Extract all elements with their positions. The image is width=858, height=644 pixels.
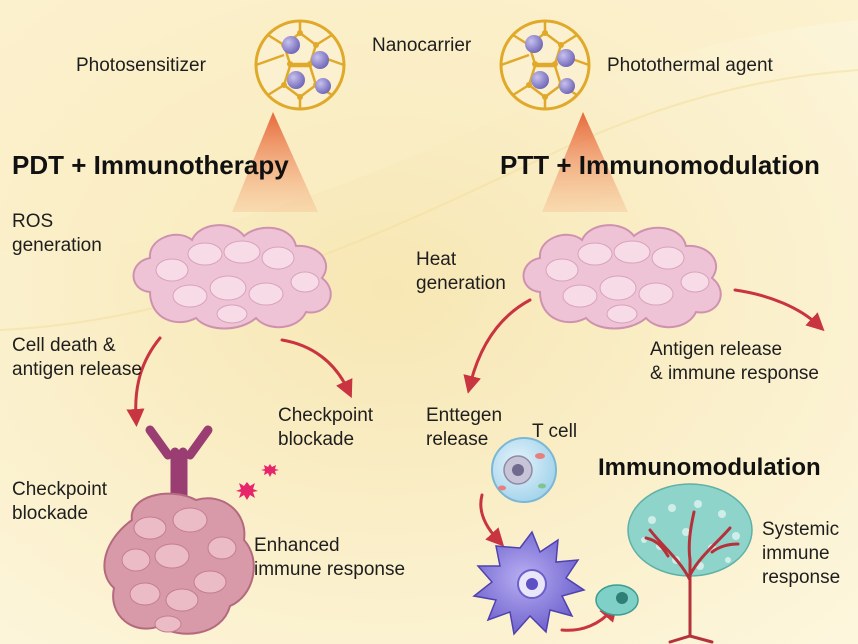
- dendritic-cell-icon: [472, 530, 586, 636]
- label-photosensitizer: Photosensitizer: [76, 55, 206, 76]
- light-beam-left: [232, 112, 318, 212]
- label-systemic-immune-response: Systemic immune response: [762, 519, 841, 588]
- arrow-cell-death: [126, 336, 162, 427]
- fullerene-nanocarrier-left: [254, 19, 346, 111]
- label-checkpoint-blockade-right: Checkpoint blockade: [278, 405, 374, 450]
- label-photothermal-agent: Photothermal agent: [607, 55, 773, 76]
- tumor-tissue-right: [522, 224, 722, 330]
- tumor-mass: [103, 492, 255, 635]
- tumor-tissue-left: [132, 224, 332, 330]
- label-enhanced-immune-response: Enhanced immune response: [254, 535, 406, 580]
- arrow-tcell-to-dc: [479, 493, 505, 547]
- t-cell-icon: [491, 437, 557, 503]
- background-wave: [0, 0, 858, 251]
- label-checkpoint-blockade-left: Checkpoint blockade: [12, 479, 108, 524]
- label-cell-death-antigen-release: Cell death & antigen release: [12, 335, 142, 380]
- arrow-antigen-release: [733, 288, 825, 332]
- tumor-vasculature-tree: [627, 483, 753, 644]
- small-immune-cell-icon: [595, 584, 639, 616]
- arrow-checkpoint: [280, 338, 353, 399]
- heading-pdt-immunotherapy: PDT + Immunotherapy: [12, 150, 289, 180]
- label-ros-generation: ROS generation: [12, 211, 102, 256]
- heading-ptt-immunomodulation: PTT + Immunomodulation: [500, 150, 820, 180]
- antibody-icon: [145, 425, 213, 503]
- heading-immunomodulation: Immunomodulation: [598, 454, 821, 481]
- fullerene-nanocarrier-right: [499, 19, 591, 111]
- label-heat-generation: Heat generation: [416, 249, 506, 294]
- label-antigen-release-immune-response: Antigen release & immune response: [650, 339, 819, 384]
- arrow-enttegen-release: [463, 298, 532, 394]
- label-nanocarrier: Nanocarrier: [372, 35, 472, 56]
- label-enttegen-release: Enttegen release: [426, 405, 503, 450]
- light-beam-right: [542, 112, 628, 212]
- label-t-cell: T cell: [532, 421, 578, 442]
